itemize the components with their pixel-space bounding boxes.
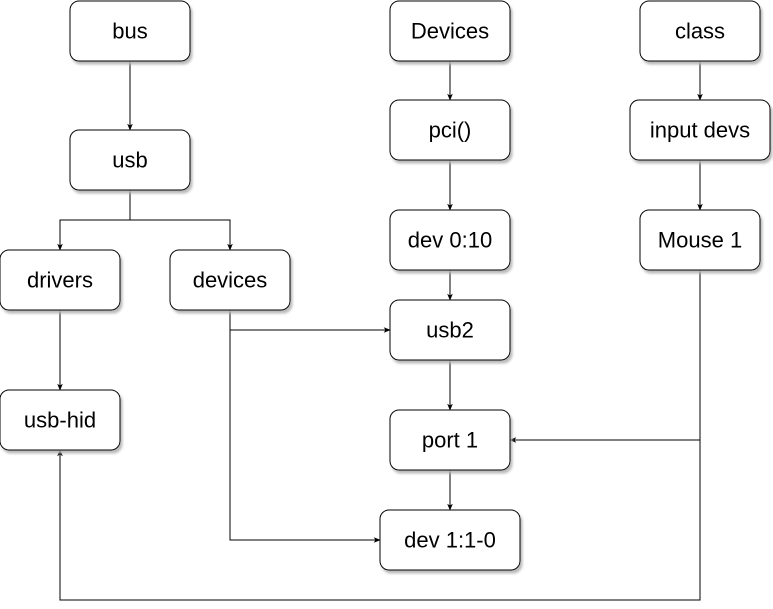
node-usb2-label: usb2	[426, 318, 474, 343]
node-devices-label: devices	[193, 268, 268, 293]
node-dev-0-10[interactable]: dev 0:10	[389, 209, 511, 271]
node-devices-root[interactable]: Devices	[389, 0, 511, 62]
node-usb-hid-label: usb-hid	[24, 408, 96, 433]
node-pci-label: pci()	[429, 118, 472, 143]
node-input-devs-label: input devs	[650, 118, 750, 143]
edge-devices-dev-1-1-0	[229, 330, 381, 543]
node-mouse-1[interactable]: Mouse 1	[639, 209, 761, 271]
node-bus-label: bus	[112, 19, 147, 44]
node-class-label: class	[675, 19, 725, 44]
node-dev-1-1-0-label: dev 1:1-0	[404, 528, 496, 553]
node-input-devs[interactable]: input devs	[629, 99, 771, 161]
node-class[interactable]: class	[639, 0, 761, 62]
edge-usb-drivers	[57, 190, 131, 251]
edge-mouse-1-port-1	[509, 270, 701, 443]
node-usb2[interactable]: usb2	[389, 299, 511, 361]
edge-mouse-1-usb-hid	[57, 440, 701, 601]
node-usb-label: usb	[112, 148, 147, 173]
node-dev-1-1-0[interactable]: dev 1:1-0	[379, 509, 521, 571]
node-port-1-label: port 1	[422, 428, 478, 453]
nodes: bus usb drivers devices usb-hid Devices …	[0, 0, 771, 571]
node-dev-0-10-label: dev 0:10	[408, 228, 492, 253]
edge-devices-usb2	[229, 310, 391, 333]
node-devices-root-label: Devices	[411, 19, 489, 44]
edges	[57, 61, 703, 601]
node-usb-hid[interactable]: usb-hid	[0, 389, 121, 451]
node-port-1[interactable]: port 1	[389, 409, 511, 471]
node-pci[interactable]: pci()	[389, 99, 511, 161]
node-drivers-label: drivers	[27, 268, 93, 293]
edge-usb-devices	[130, 219, 233, 251]
node-bus[interactable]: bus	[69, 0, 191, 62]
node-devices[interactable]: devices	[169, 249, 291, 311]
node-mouse-1-label: Mouse 1	[658, 228, 742, 253]
node-drivers[interactable]: drivers	[0, 249, 121, 311]
node-usb[interactable]: usb	[69, 129, 191, 191]
